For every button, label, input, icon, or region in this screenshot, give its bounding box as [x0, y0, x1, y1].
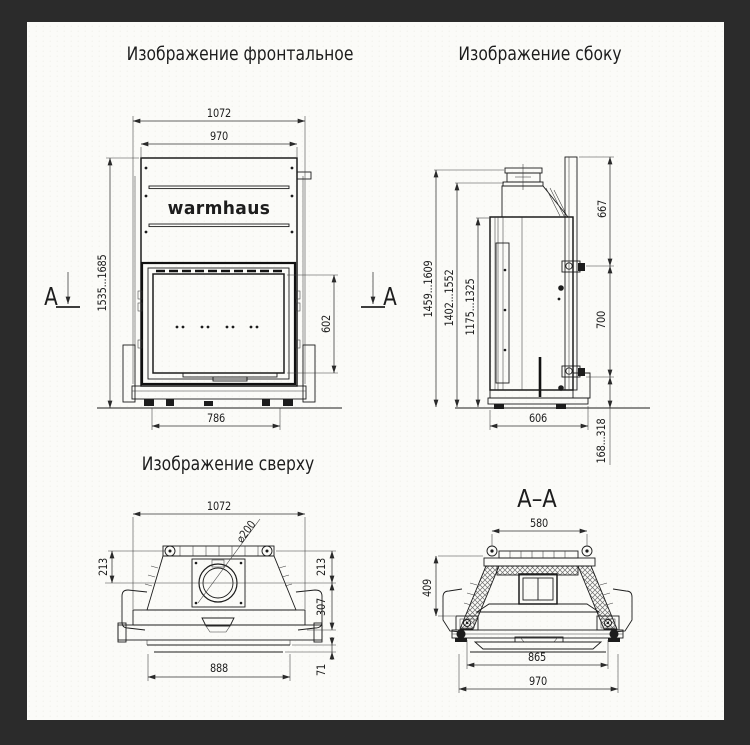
side-base — [487, 372, 591, 409]
view-top: Изображение сверху — [96, 454, 336, 681]
dim-section-inner-width: 865 — [528, 650, 546, 664]
top-body-outline — [105, 518, 336, 653]
section-dimensions: 580 409 865 970 — [420, 516, 619, 693]
section-marker-right: A — [383, 283, 397, 312]
dim-side-plinth-range: 168...318 — [594, 418, 608, 463]
side-dimensions: 1459...1609 1402...1552 1175...1325 667 … — [421, 156, 614, 465]
section-marker-left: A — [44, 283, 58, 312]
dim-top-base-width: 888 — [210, 661, 228, 675]
dim-top-outer-width: 1072 — [207, 499, 231, 513]
dim-frontal-glass-height: 602 — [319, 315, 333, 333]
dim-section-top-width: 580 — [530, 516, 548, 530]
dim-frontal-feet-width: 786 — [207, 411, 225, 425]
dim-top-rear-offset-left: 213 — [96, 558, 110, 576]
side-title: Изображение сбоку — [458, 44, 621, 66]
dim-frontal-body-width: 970 — [210, 129, 228, 143]
dim-top-front-lip: 71 — [314, 664, 328, 676]
dim-section-height: 409 — [420, 579, 434, 597]
frontal-dimensions: 1072 970 1535...1685 602 786 — [95, 106, 338, 430]
frontal-firebox-door — [137, 261, 301, 386]
dim-side-total-height: 1459...1609 — [421, 260, 435, 317]
dim-side-depth: 606 — [529, 411, 547, 425]
dim-side-flue-height: 1402...1552 — [442, 269, 456, 326]
view-section: A–A — [420, 484, 633, 693]
top-title: Изображение сверху — [142, 454, 315, 476]
dim-frontal-height-range: 1535...1685 — [95, 254, 109, 311]
brand-logo: warmhaus — [168, 199, 271, 220]
frontal-title: Изображение фронтальное — [127, 44, 354, 66]
burner-dots — [175, 325, 259, 329]
section-title: A–A — [517, 484, 557, 513]
dim-top-front-depth: 307 — [314, 598, 328, 616]
side-flue-collar — [501, 164, 569, 218]
dim-frontal-outer-width: 1072 — [207, 106, 231, 120]
frontal-base — [131, 385, 307, 406]
section-cut-markers: A A — [44, 272, 397, 312]
dim-side-bracket-span: 700 — [594, 311, 608, 329]
section-body — [442, 545, 633, 653]
dim-side-back-panel: 667 — [595, 200, 609, 218]
dim-section-outer-width: 970 — [529, 674, 547, 688]
side-back-panel — [557, 156, 585, 391]
dim-top-rear-offset-right: 213 — [314, 558, 328, 576]
dim-side-body-height: 1175...1325 — [463, 278, 477, 335]
paper-sheet — [27, 22, 724, 720]
view-frontal: Изображение фронтальное warmhaus — [44, 44, 397, 430]
view-side: Изображение сбоку — [421, 44, 650, 465]
